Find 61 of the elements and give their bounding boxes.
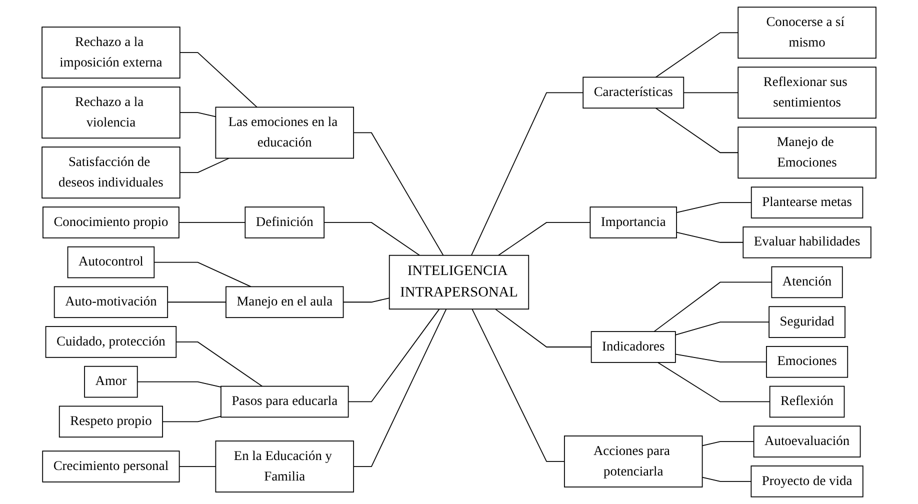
connector [702, 476, 752, 482]
connector [676, 232, 744, 243]
connector [674, 322, 770, 336]
node-box: Auto-motivación [54, 286, 168, 318]
node-box: Crecimiento personal [42, 450, 180, 482]
connector [353, 132, 444, 256]
node-box: Manejo en el aula [226, 286, 344, 318]
node-box: Importancia [590, 206, 677, 238]
node-box: Amor [84, 366, 138, 398]
node-box: En la Educación y Familia [215, 440, 354, 492]
node-box: Satisfacción de deseos individuales [42, 146, 180, 199]
connector [324, 222, 420, 256]
connector [179, 52, 258, 108]
connector [472, 308, 565, 462]
connector [136, 381, 222, 388]
node-box: Rechazo a la violencia [42, 86, 180, 139]
node-box: Rechazo a la imposición externa [42, 26, 180, 79]
connector [494, 308, 592, 348]
node-box: Respeto propio [58, 406, 163, 438]
node-box: Definición [244, 206, 325, 238]
connector [176, 342, 263, 387]
connector [683, 92, 739, 94]
connector [655, 108, 739, 154]
connector [470, 92, 584, 256]
node-box: Características [582, 76, 684, 109]
connector [167, 302, 226, 303]
connector [702, 441, 754, 446]
connector [654, 282, 772, 332]
connector [655, 32, 739, 78]
node-box: Reflexionar sus sentimientos [738, 66, 876, 119]
connector [179, 112, 216, 118]
node-box: Conocerse a sí mismo [738, 6, 876, 59]
connector [178, 466, 216, 467]
connector [674, 354, 767, 362]
node-box: Reflexión [769, 386, 845, 418]
connector [498, 222, 591, 256]
connector [657, 362, 770, 402]
node-box: Pasos para educarla [220, 386, 349, 418]
connector [348, 308, 440, 402]
node-box: Evaluar habilidades [742, 226, 872, 258]
node-box: Acciones para potenciarla [564, 436, 703, 488]
connector [179, 158, 230, 173]
node-box: Proyecto de vida [750, 466, 864, 498]
node-box: Indicadores [590, 331, 676, 363]
connector [353, 308, 447, 467]
connector [154, 262, 252, 288]
node-box: Las emociones en la educación [215, 106, 354, 159]
node-box: Plantearse metas [750, 186, 864, 218]
node-box: Seguridad [768, 306, 846, 338]
node-box: Emociones [766, 346, 848, 378]
node-box: INTELIGENCIA INTRAPERSONAL [388, 254, 530, 310]
node-box: Manejo de Emociones [738, 126, 876, 179]
connector [162, 416, 222, 422]
connector [342, 298, 390, 303]
node-box: Autoevaluación [753, 426, 861, 458]
node-box: Conocimiento propio [42, 206, 180, 238]
node-box: Atención [771, 266, 843, 298]
node-box: Cuidado, protección [45, 326, 177, 358]
connector [676, 202, 752, 213]
connector [178, 222, 246, 223]
node-box: Autocontrol [67, 246, 155, 278]
